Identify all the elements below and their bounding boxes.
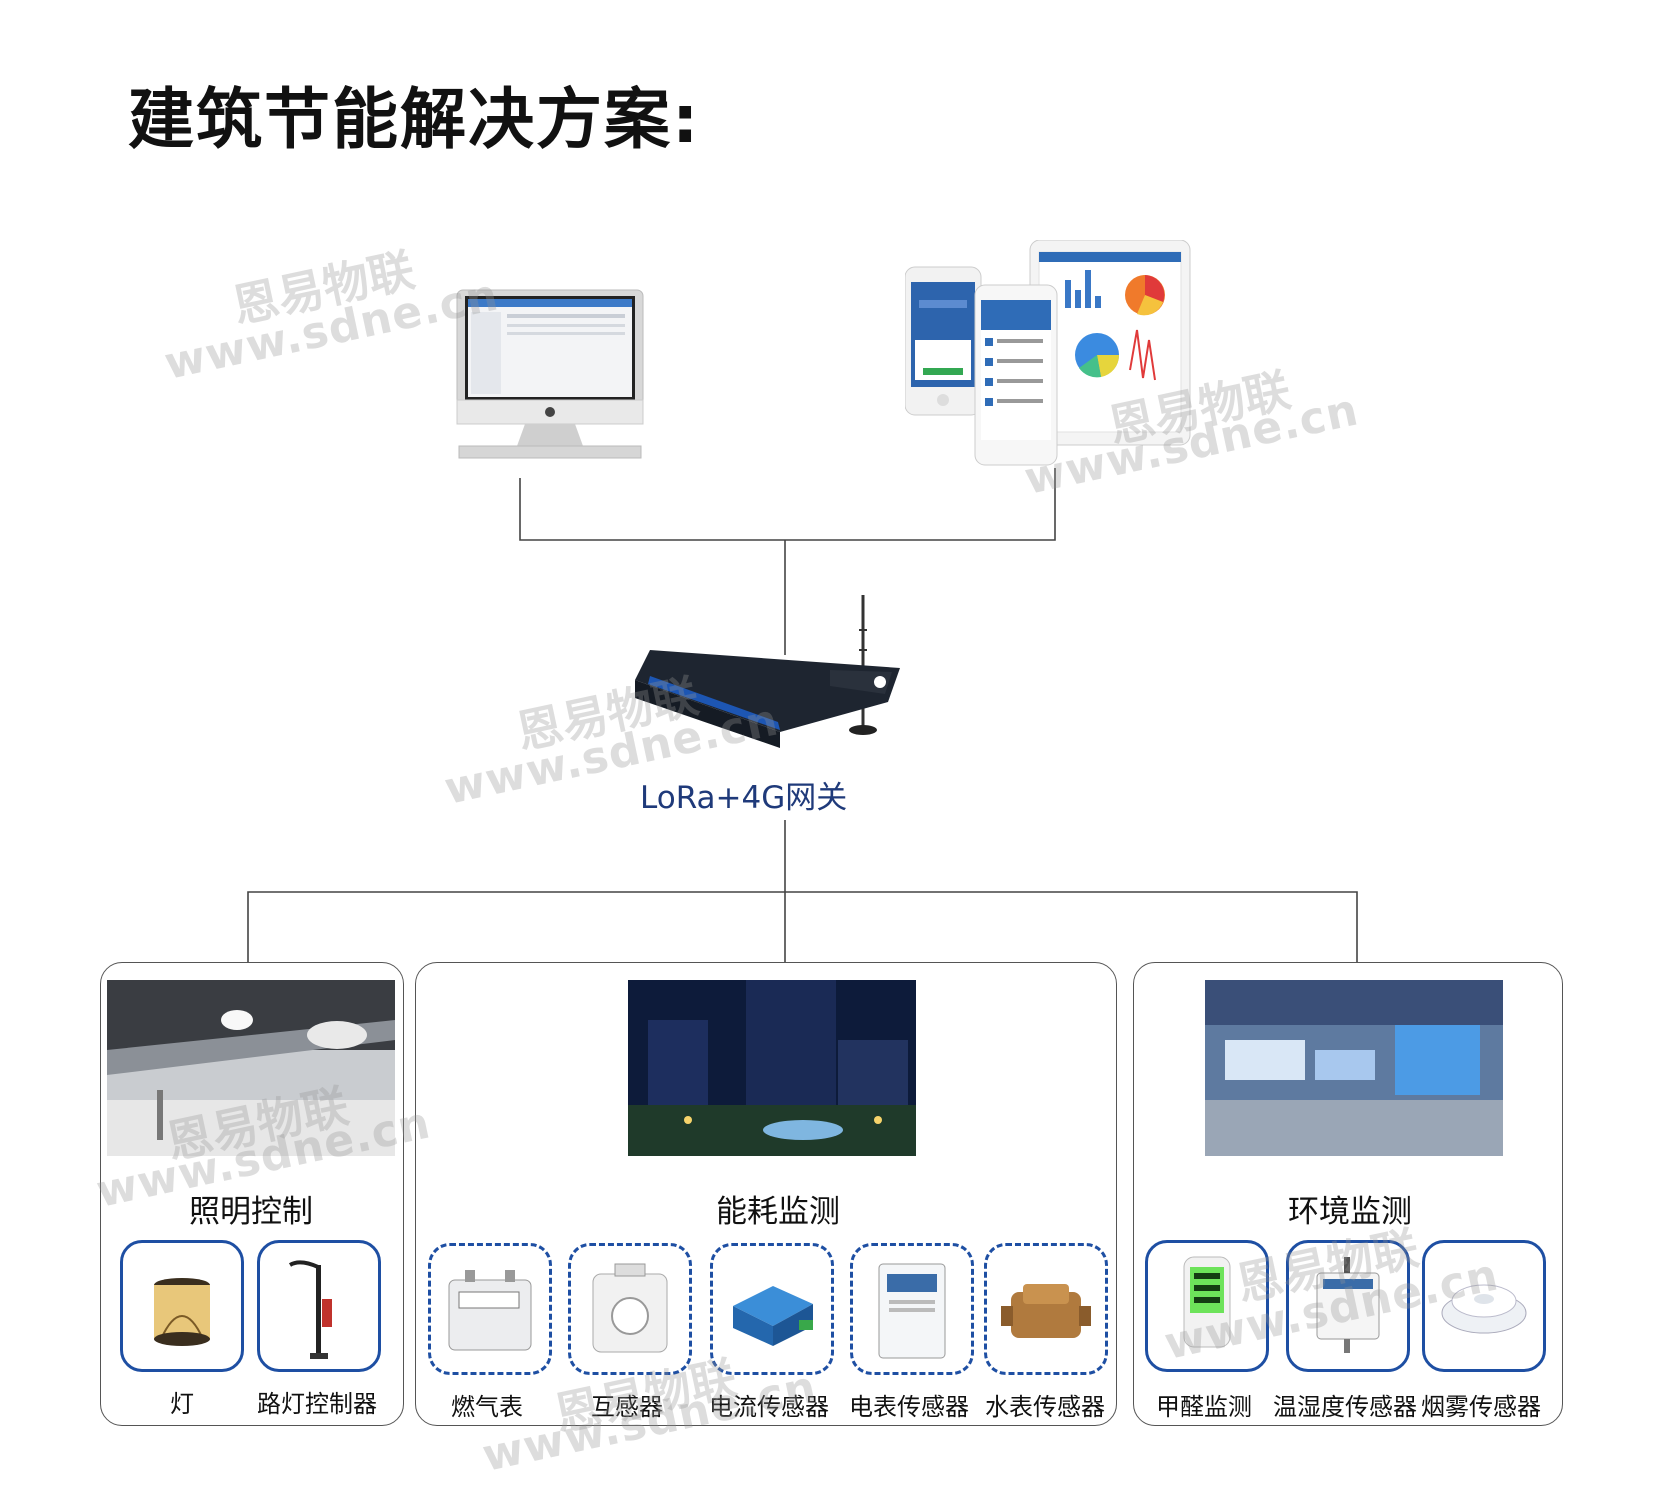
water-meter-icon xyxy=(1001,1284,1091,1338)
connector-branches xyxy=(247,891,1358,985)
electric-meter-icon xyxy=(878,1263,946,1359)
device-label-lamp: 灯 xyxy=(170,1390,194,1418)
device-current-sensor xyxy=(710,1243,834,1375)
desktop-computer xyxy=(456,289,644,459)
connector-clients xyxy=(519,468,1056,541)
streetlight-icon xyxy=(288,1260,332,1359)
device-water-meter xyxy=(984,1243,1108,1375)
gas-meter-icon xyxy=(448,1270,532,1351)
temp-humidity-sensor-icon xyxy=(1316,1257,1380,1353)
device-transformer xyxy=(568,1243,692,1375)
device-gas-meter xyxy=(428,1243,552,1375)
mobile-devices xyxy=(905,240,1191,466)
device-label-formaldehyde-monitor: 甲醛监测 xyxy=(1156,1393,1252,1421)
device-temp-humidity-sensor xyxy=(1286,1240,1410,1372)
current-sensor-icon xyxy=(733,1286,813,1346)
page-title: 建筑节能解决方案: xyxy=(128,81,701,158)
gateway-label: LoRa+4G网关 xyxy=(640,780,848,816)
device-streetlight-controller xyxy=(257,1240,381,1372)
device-label-water-meter: 水表传感器 xyxy=(985,1393,1105,1421)
device-label-streetlight-controller: 路灯控制器 xyxy=(257,1390,377,1418)
device-label-temp-humidity-sensor: 温湿度传感器 xyxy=(1273,1393,1417,1421)
building-photo xyxy=(628,980,916,1156)
section-title-energy: 能耗监测 xyxy=(716,1194,840,1230)
device-label-transformer: 互感器 xyxy=(591,1393,663,1421)
exhibition-hall-photo xyxy=(1205,980,1503,1156)
device-formaldehyde-monitor xyxy=(1145,1240,1269,1372)
device-label-gas-meter: 燃气表 xyxy=(451,1393,523,1421)
lamp-icon xyxy=(154,1278,210,1346)
lighting-photo xyxy=(107,980,395,1156)
device-label-current-sensor: 电流传感器 xyxy=(709,1393,829,1421)
current-transformer-icon xyxy=(592,1263,668,1353)
device-smoke-sensor xyxy=(1422,1240,1546,1372)
device-label-electric-meter: 电表传感器 xyxy=(849,1393,969,1421)
section-title-environment: 环境监测 xyxy=(1288,1194,1412,1230)
smoke-detector-icon xyxy=(1441,1284,1527,1334)
section-title-lighting: 照明控制 xyxy=(189,1194,313,1230)
formaldehyde-monitor-icon xyxy=(1183,1256,1231,1348)
lora-gateway-device xyxy=(635,595,900,748)
device-label-smoke-sensor: 烟雾传感器 xyxy=(1421,1393,1541,1421)
device-electric-meter xyxy=(850,1243,974,1375)
device-lamp xyxy=(120,1240,244,1372)
